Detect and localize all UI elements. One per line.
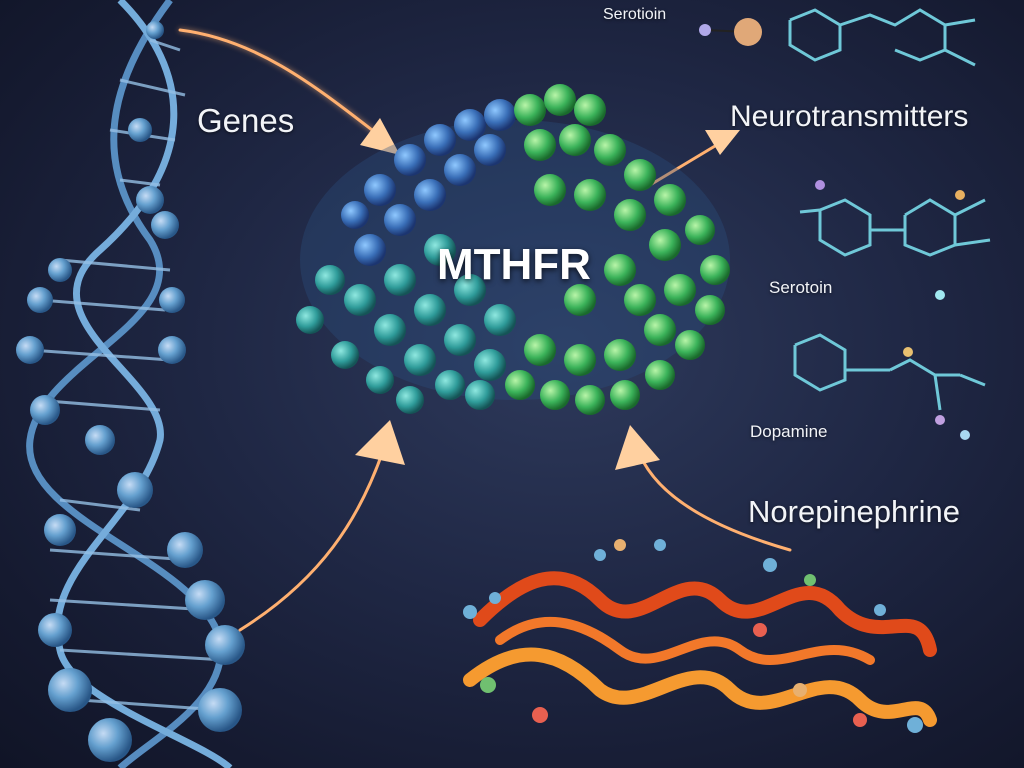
mthfr-label: MTHFR [437,240,591,289]
arrow-icons [178,28,792,632]
norepinephrine-protein-icon [463,539,937,733]
serotonin-mid-label: Serotoin [769,278,833,297]
dopamine-molecule-icon [793,333,986,440]
dopamine-label: Dopamine [750,422,828,441]
serotonin-molecule-mid-icon [799,180,991,300]
serotonin-top-label: Serotioin [603,6,667,23]
neurotransmitters-label: Neurotransmitters [730,100,969,133]
genes-label: Genes [197,102,295,139]
norepinephrine-label: Norepinephrine [748,494,960,529]
mthfr-protein-icon [296,84,730,415]
serotonin-molecule-top-icon [699,8,976,67]
dna-helix-icon [16,0,245,768]
